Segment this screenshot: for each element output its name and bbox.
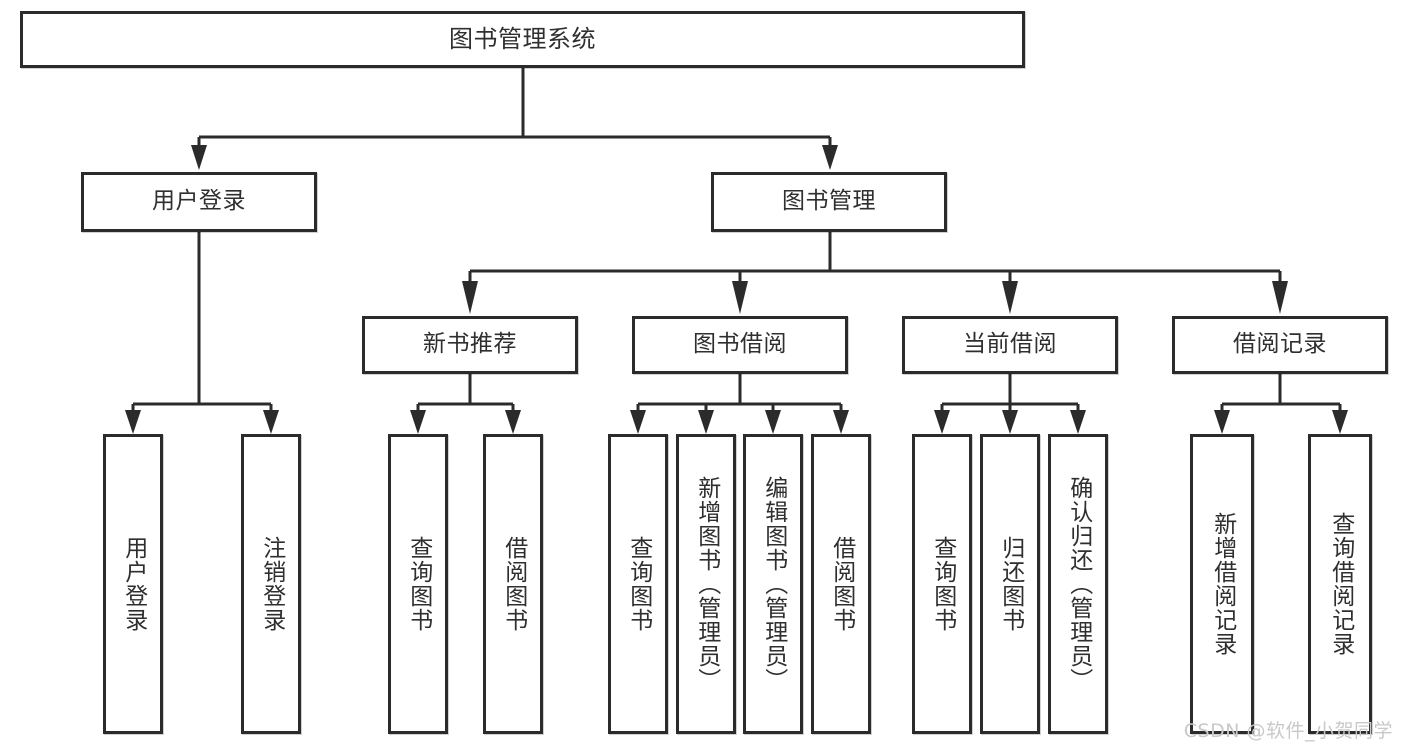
- arrow-leaf-add-record: [1214, 410, 1230, 434]
- node-current-borrow-label: 当前借阅: [963, 331, 1057, 358]
- node-new-book-recommend[interactable]: 新书推荐: [362, 316, 578, 374]
- node-leaf-user-login-label: 用户登录: [120, 536, 147, 632]
- node-book-manage-label: 图书管理: [782, 188, 876, 215]
- arrow-book-manage: [822, 145, 838, 170]
- arrow-leaf-edit-book: [765, 410, 781, 434]
- arrow-leaf-borrow-book-2: [833, 410, 849, 434]
- arrow-leaf-query-book-3: [934, 410, 950, 434]
- node-leaf-edit-book-label: 编辑图书（管理员）: [760, 476, 787, 692]
- node-leaf-confirm-return[interactable]: 确认归还（管理员）: [1048, 434, 1108, 734]
- node-leaf-query-record[interactable]: 查询借阅记录: [1308, 434, 1372, 734]
- node-book-borrow[interactable]: 图书借阅: [632, 316, 848, 374]
- node-book-manage[interactable]: 图书管理: [711, 172, 947, 232]
- node-leaf-add-book-label: 新增图书（管理员）: [693, 476, 720, 692]
- arrow-user-login: [191, 145, 207, 170]
- node-leaf-borrow-book-2[interactable]: 借阅图书: [811, 434, 871, 734]
- node-new-book-recommend-label: 新书推荐: [423, 331, 517, 358]
- node-user-login-label: 用户登录: [152, 188, 246, 215]
- node-borrow-record-label: 借阅记录: [1233, 331, 1327, 358]
- arrow-leaf-confirm-return: [1070, 410, 1086, 434]
- node-leaf-user-login[interactable]: 用户登录: [103, 434, 163, 734]
- arrow-leaf-query-book-2: [630, 410, 646, 434]
- arrow-new-book-recommend: [462, 281, 478, 314]
- arrow-leaf-add-book: [698, 410, 714, 434]
- arrow-leaf-user-login: [125, 410, 141, 434]
- node-leaf-return-book[interactable]: 归还图书: [980, 434, 1040, 734]
- node-root[interactable]: 图书管理系统: [20, 11, 1025, 68]
- arrow-book-borrow: [732, 281, 748, 314]
- node-leaf-borrow-book-1[interactable]: 借阅图书: [483, 434, 543, 734]
- arrow-leaf-query-book-1: [410, 410, 426, 434]
- watermark-text: CSDN @软件_小贺同学: [1183, 720, 1393, 742]
- node-leaf-confirm-return-label: 确认归还（管理员）: [1065, 476, 1092, 692]
- node-leaf-borrow-book-2-label: 借阅图书: [828, 536, 855, 632]
- node-leaf-query-book-3[interactable]: 查询图书: [912, 434, 972, 734]
- node-leaf-query-book-1[interactable]: 查询图书: [388, 434, 448, 734]
- node-leaf-add-record[interactable]: 新增借阅记录: [1190, 434, 1254, 734]
- node-leaf-query-book-1-label: 查询图书: [405, 536, 432, 632]
- arrow-leaf-logout: [263, 410, 279, 434]
- arrow-borrow-record: [1272, 281, 1288, 314]
- node-book-borrow-label: 图书借阅: [693, 331, 787, 358]
- node-leaf-query-book-3-label: 查询图书: [929, 536, 956, 632]
- arrow-current-borrow: [1002, 281, 1018, 314]
- node-borrow-record[interactable]: 借阅记录: [1172, 316, 1388, 374]
- node-leaf-return-book-label: 归还图书: [997, 536, 1024, 632]
- node-leaf-query-book-2-label: 查询图书: [625, 536, 652, 632]
- node-leaf-query-book-2[interactable]: 查询图书: [608, 434, 668, 734]
- node-leaf-logout[interactable]: 注销登录: [241, 434, 301, 734]
- node-current-borrow[interactable]: 当前借阅: [902, 316, 1118, 374]
- node-leaf-edit-book[interactable]: 编辑图书（管理员）: [743, 434, 803, 734]
- node-leaf-add-book[interactable]: 新增图书（管理员）: [676, 434, 736, 734]
- arrow-leaf-query-record: [1332, 410, 1348, 434]
- node-leaf-query-record-label: 查询借阅记录: [1327, 512, 1354, 656]
- arrow-leaf-return-book: [1002, 410, 1018, 434]
- node-leaf-add-record-label: 新增借阅记录: [1209, 512, 1236, 656]
- node-leaf-borrow-book-1-label: 借阅图书: [500, 536, 527, 632]
- node-user-login[interactable]: 用户登录: [81, 172, 317, 232]
- arrow-leaf-borrow-book-1: [505, 410, 521, 434]
- node-root-label: 图书管理系统: [449, 25, 596, 54]
- node-leaf-logout-label: 注销登录: [258, 536, 285, 632]
